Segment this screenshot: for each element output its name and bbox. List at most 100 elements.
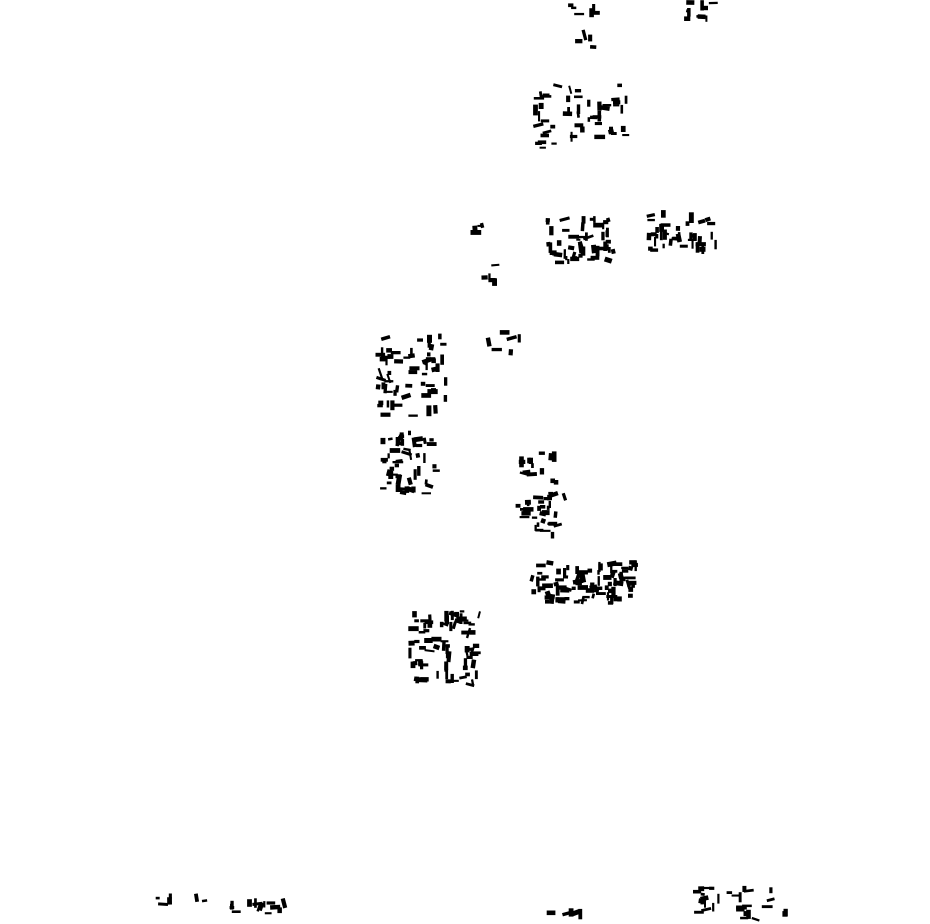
building (421, 372, 428, 376)
building (438, 333, 442, 340)
building (263, 901, 266, 908)
building (611, 569, 618, 573)
building (575, 581, 582, 586)
building-cluster (481, 263, 500, 286)
building (377, 367, 384, 379)
building (592, 4, 596, 15)
building (655, 227, 659, 233)
building (769, 887, 773, 894)
building (567, 107, 570, 114)
building (603, 575, 612, 580)
building (506, 335, 518, 342)
building (529, 574, 535, 582)
building (686, 0, 695, 5)
building (566, 95, 571, 103)
building (588, 34, 593, 42)
building (508, 349, 514, 356)
building (540, 505, 546, 509)
building (403, 356, 411, 359)
building (488, 273, 491, 280)
building (610, 248, 616, 255)
building (406, 477, 413, 486)
building (400, 392, 412, 400)
building (425, 384, 435, 387)
building (688, 212, 694, 223)
building (568, 234, 579, 239)
building (694, 910, 704, 914)
building (420, 381, 426, 386)
building (413, 676, 419, 682)
building (692, 233, 697, 241)
building (574, 123, 584, 128)
building (537, 505, 541, 511)
building (390, 351, 401, 355)
building (568, 3, 574, 8)
building (612, 562, 623, 566)
building (627, 565, 634, 571)
building (782, 911, 788, 917)
building (736, 906, 745, 912)
building (540, 119, 550, 123)
building (556, 597, 565, 601)
building (620, 125, 626, 132)
building (432, 643, 441, 651)
building (429, 438, 434, 442)
building (427, 623, 433, 628)
building (601, 231, 605, 241)
building (587, 99, 591, 107)
building (613, 104, 620, 107)
building (406, 486, 416, 494)
building (421, 393, 432, 398)
building (580, 126, 585, 133)
building (472, 643, 480, 648)
building (539, 468, 545, 475)
building (625, 576, 636, 580)
building-cluster (693, 885, 788, 922)
building (445, 651, 451, 659)
building (655, 234, 659, 239)
building (589, 217, 594, 221)
building (528, 457, 533, 464)
building (596, 586, 603, 590)
building (574, 89, 582, 93)
building (708, 1, 718, 5)
building-cluster (229, 897, 288, 915)
building (703, 886, 713, 890)
building (465, 672, 470, 677)
building (440, 342, 447, 346)
building (264, 912, 272, 915)
building (613, 580, 624, 587)
building (424, 482, 434, 489)
building (543, 497, 552, 501)
building (700, 0, 704, 11)
building (610, 596, 614, 605)
building (751, 916, 760, 922)
building (650, 248, 659, 252)
building (432, 469, 440, 472)
building (659, 223, 664, 232)
building (587, 568, 593, 573)
building (604, 585, 609, 590)
building (380, 487, 387, 490)
building (531, 589, 537, 595)
building (392, 461, 404, 464)
building (602, 104, 612, 107)
building (426, 405, 432, 417)
building (575, 566, 579, 574)
building (446, 652, 451, 655)
building (459, 610, 465, 613)
building (546, 560, 554, 566)
building (396, 441, 404, 446)
building (675, 226, 681, 231)
building (564, 586, 573, 592)
building (550, 478, 555, 484)
building (552, 83, 563, 89)
building (470, 679, 475, 685)
building (386, 400, 390, 408)
building (545, 218, 550, 223)
building (628, 593, 633, 598)
building (598, 563, 603, 571)
building (597, 576, 600, 586)
building (387, 453, 390, 459)
